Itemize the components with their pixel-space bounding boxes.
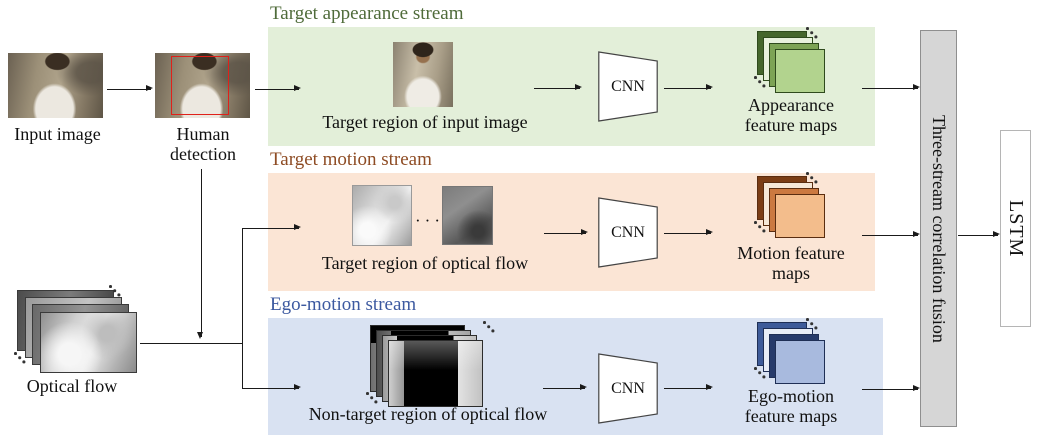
ego-maps-caption: Ego-motion feature maps [744,386,838,427]
arrow-maps-to-fusion-appearance [862,84,920,91]
human-detection-image [155,53,250,118]
stack-dots-icon [806,172,809,175]
motion-stream-title: Target motion stream [270,149,432,170]
connector-detection-down [197,169,204,339]
arrow-region-to-cnn-motion [544,229,588,236]
target-region-image [393,42,453,107]
input-image [8,53,103,118]
arrow-region-to-cnn-ego [543,384,587,391]
stack-dots-icon [754,221,757,224]
fusion-label: Three-stream correlation fusion [929,114,949,343]
stack-dots-icon [14,352,17,355]
feature-map-layer [775,194,825,238]
arrow-cnn-to-maps-motion [664,229,713,236]
cnn-label: CNN [611,77,645,95]
arrow-fusion-to-lstm [958,231,1000,238]
human-detection-label: Human detection [170,124,236,165]
detection-bounding-box [171,56,229,115]
arrow-cnn-to-maps-ego [664,384,713,391]
stack-dots-icon [806,318,809,321]
stack-dots-icon [806,27,809,30]
flow-crop-first [352,185,412,246]
stack-dots-icon [754,367,757,370]
stack-dots-icon [754,76,757,79]
cnn-ego: CNN [598,352,658,425]
arrow-maps-to-fusion-motion [862,231,920,238]
lstm-box: LSTM [1000,130,1031,327]
input-image-label: Input image [14,124,101,144]
masked-flow-layer [388,340,483,407]
cnn-appearance: CNN [598,50,658,123]
motion-region-caption: Target region of optical flow [321,253,529,273]
ego-stream-title: Ego-motion stream [270,294,417,315]
feature-map-layer [775,49,825,93]
cnn-trapezoid-icon [598,197,658,268]
flow-sequence-ellipsis: ··· [415,211,444,230]
arrow-region-to-cnn-appearance [534,84,582,91]
ego-region-caption: Non-target region of optical flow [308,404,548,424]
cnn-trapezoid-icon [598,51,658,122]
arrow-cnn-to-maps-appearance [664,84,713,91]
appearance-stream-title: Target appearance stream [270,3,464,24]
arrow-detection-to-appearance [255,85,301,92]
feature-map-layer [775,340,825,384]
cnn-trapezoid-icon [598,353,658,424]
fusion-bar: Three-stream correlation fusion [920,30,957,427]
arrow-maps-to-fusion-ego [862,385,920,392]
motion-maps-caption: Motion feature maps [737,243,845,284]
stack-dots-icon [483,321,486,324]
cnn-label: CNN [611,379,645,397]
cnn-label: CNN [611,223,645,241]
optical-flow-layer [40,312,137,373]
appearance-maps-caption: Appearance feature maps [744,95,838,136]
target-region-caption: Target region of input image [322,112,528,132]
arrow-input-to-detection [107,85,153,92]
stack-dots-icon [109,285,112,288]
arrow-branch-to-ego [243,384,301,391]
lstm-label: LSTM [1005,199,1027,258]
connector-branch [242,228,243,389]
optical-flow-label: Optical flow [26,376,118,396]
arrow-branch-to-motion [243,224,301,231]
stack-dots-icon [366,392,369,395]
connector-flow-right [140,343,243,344]
flow-crop-last [442,186,493,245]
cnn-motion: CNN [598,196,658,269]
